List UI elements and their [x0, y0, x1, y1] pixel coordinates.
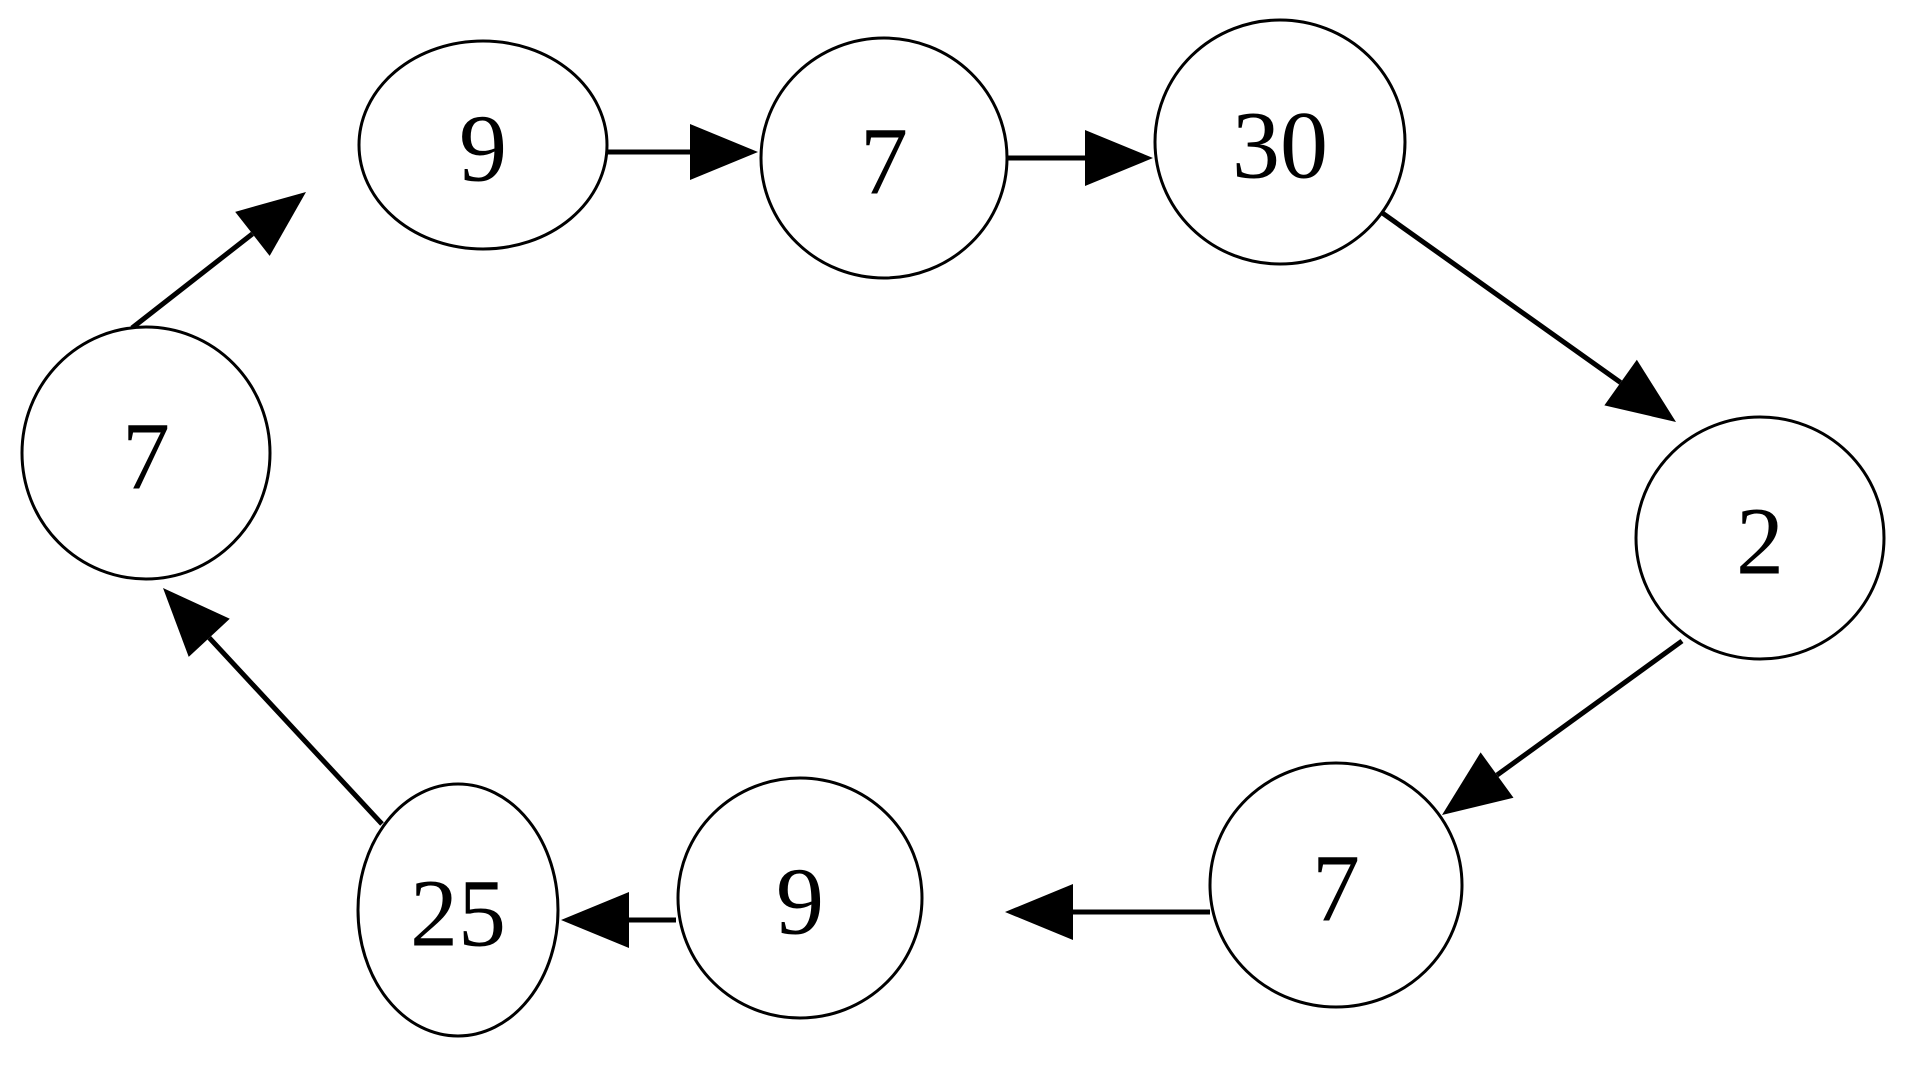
- arrowhead-icon: [690, 124, 758, 180]
- graph-node[interactable]: 2: [1634, 415, 1886, 661]
- graph-edge: [163, 588, 384, 826]
- edge-shaft: [130, 231, 254, 330]
- node-ellipse[interactable]: [676, 776, 924, 1020]
- arrowhead-icon: [1442, 752, 1514, 815]
- node-ellipse[interactable]: [1153, 18, 1407, 266]
- graph-node[interactable]: 30: [1153, 18, 1407, 266]
- node-label: 25: [410, 860, 506, 967]
- nodes-layer: 7 9 7 30 2 7 9 25: [20, 18, 1886, 1038]
- graph-node[interactable]: 9: [357, 39, 609, 251]
- node-label: 7: [122, 403, 170, 510]
- graph-node[interactable]: 7: [20, 325, 272, 581]
- arrowhead-icon: [1085, 130, 1153, 186]
- node-ellipse[interactable]: [1208, 761, 1464, 1009]
- graph-edge: [608, 124, 758, 180]
- node-label: 2: [1736, 488, 1784, 595]
- node-label: 30: [1232, 92, 1328, 199]
- graph-node[interactable]: 25: [356, 782, 560, 1038]
- edge-shaft: [1379, 209, 1623, 385]
- arrowhead-icon: [1604, 359, 1676, 422]
- graph-node[interactable]: 7: [1208, 761, 1464, 1009]
- edge-shaft: [1495, 638, 1684, 778]
- graph-edge: [1379, 209, 1676, 422]
- graph-edge: [1008, 130, 1153, 186]
- node-ellipse[interactable]: [356, 782, 560, 1038]
- node-label: 7: [860, 108, 908, 215]
- node-ellipse[interactable]: [759, 36, 1009, 280]
- graph-edge: [130, 192, 306, 330]
- node-label: 9: [459, 95, 507, 202]
- node-ellipse[interactable]: [357, 39, 609, 251]
- graph-node[interactable]: 7: [759, 36, 1009, 280]
- graph-node[interactable]: 9: [676, 776, 924, 1020]
- node-ellipse[interactable]: [20, 325, 272, 581]
- arrowhead-icon: [163, 588, 230, 657]
- node-label: 7: [1312, 835, 1360, 942]
- node-ellipse[interactable]: [1634, 415, 1886, 661]
- node-label: 9: [776, 848, 824, 955]
- edges-layer: [130, 124, 1684, 948]
- arrowhead-icon: [561, 892, 629, 948]
- graph-edge: [1005, 884, 1210, 940]
- graph-edge: [561, 892, 676, 948]
- arrowhead-icon: [235, 192, 306, 256]
- arrowhead-icon: [1005, 884, 1073, 940]
- graph-edge: [1442, 638, 1684, 815]
- edge-shaft: [207, 636, 384, 826]
